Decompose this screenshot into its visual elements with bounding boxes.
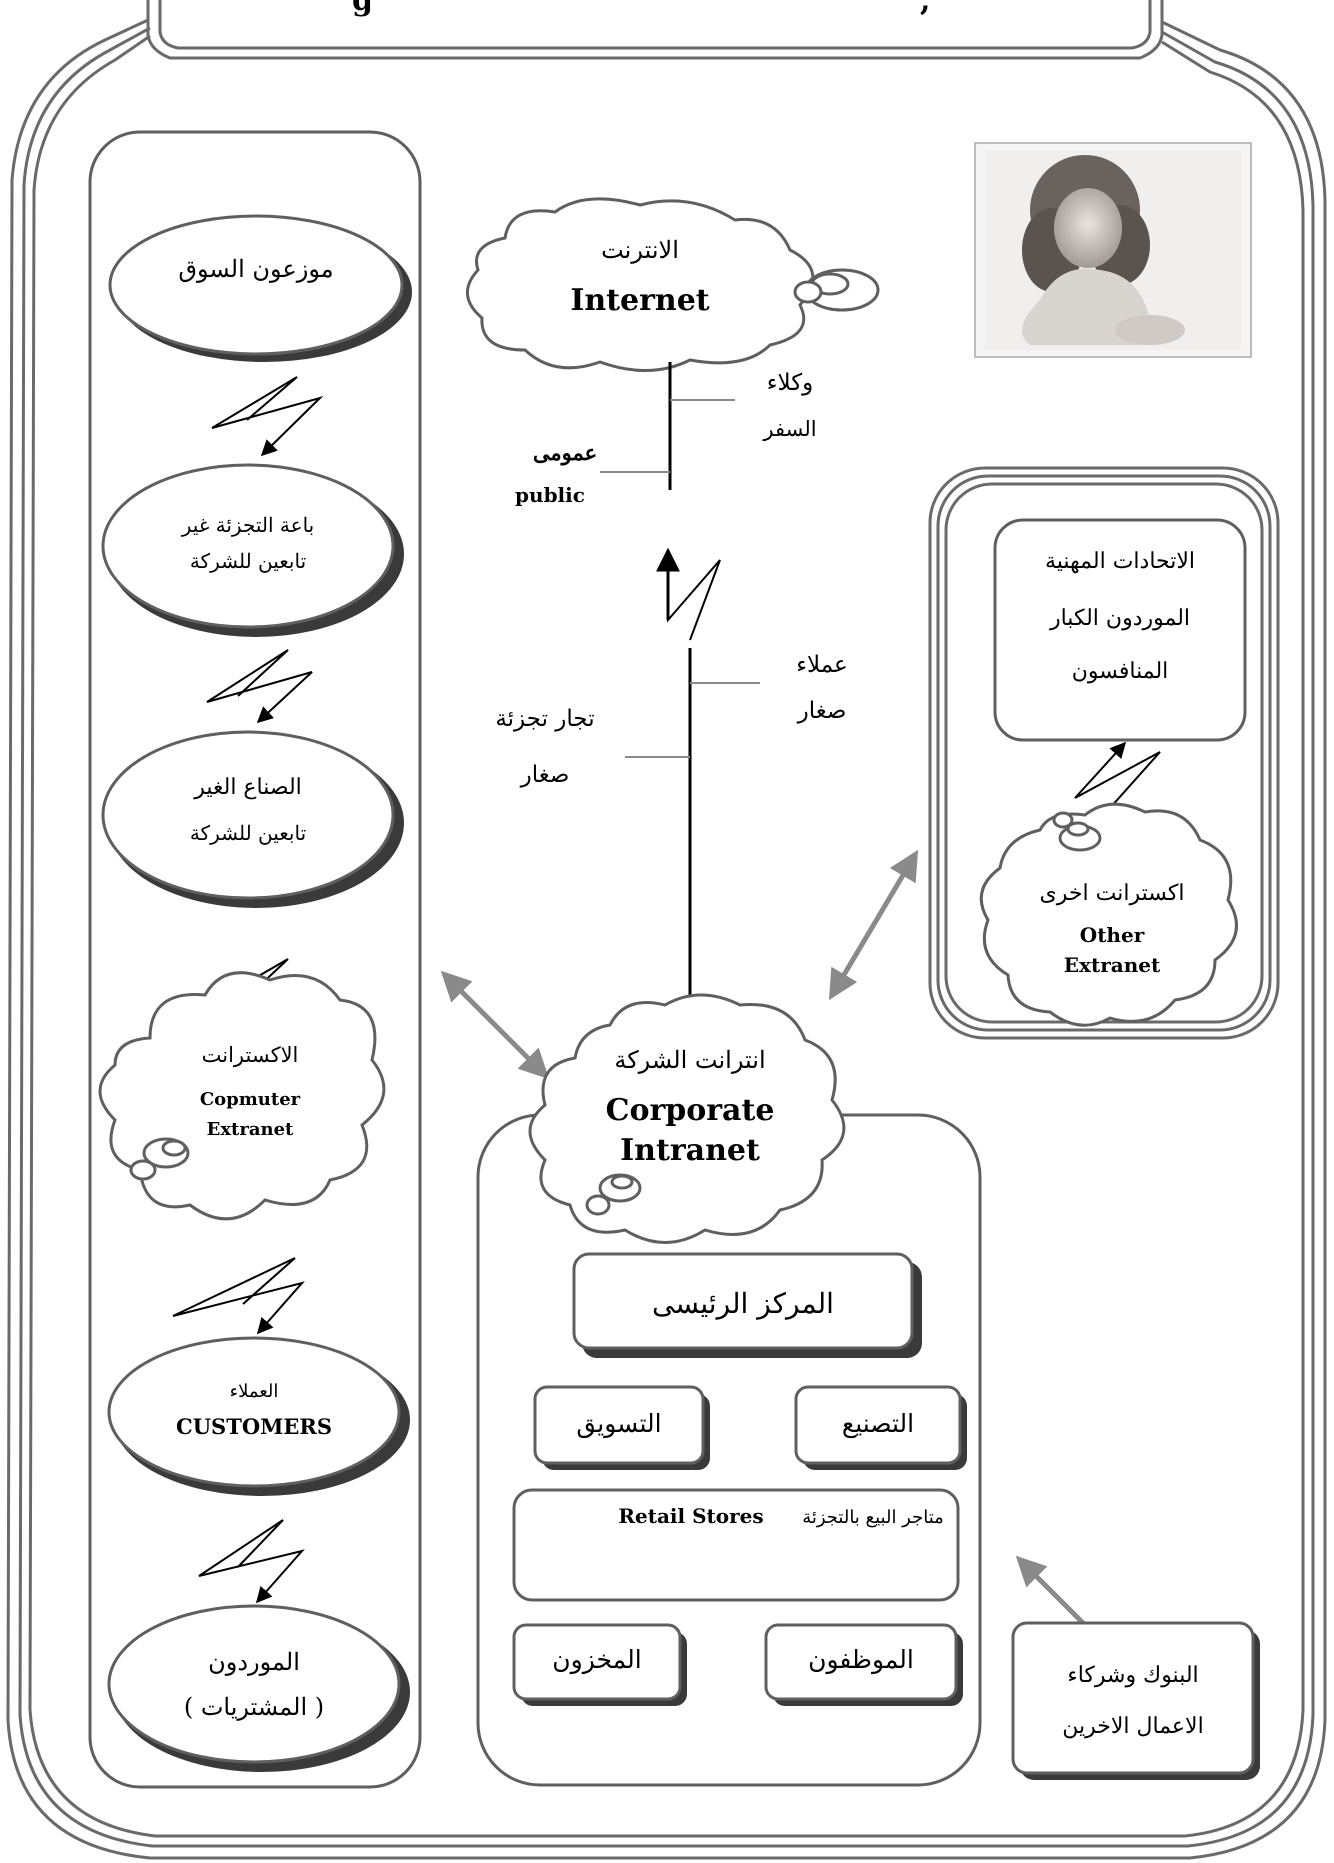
employees-label: الموظفون — [808, 1645, 914, 1675]
travel-agents-line2: السفر — [762, 417, 816, 442]
travel-agents-line1: وكلاء — [767, 370, 814, 396]
suppliers-node: الموردون ( المشتريات ) — [107, 1604, 410, 1772]
extranet-en-line1: Copmuter — [200, 1089, 301, 1110]
left-column-frame — [88, 130, 422, 1789]
manufacturing-box: التصنيع — [794, 1385, 967, 1470]
independent-retailers-line1: باعة التجزئة غير — [181, 513, 314, 537]
public-en: public — [515, 483, 585, 507]
small-retailers-line1: تجار تجزئة — [495, 706, 594, 732]
retail-stores-en: Retail Stores — [618, 1504, 763, 1528]
internet-cloud: الانترنت Internet — [466, 197, 880, 372]
lightning-connector-icon — [206, 649, 313, 724]
associations-line3: المنافسون — [1072, 659, 1169, 684]
extranet-ar: الاكسترانت — [202, 1043, 299, 1068]
outer-frame — [6, 0, 1327, 1860]
double-arrow-icon — [440, 970, 550, 1080]
intranet-ar: انترانت الشركة — [614, 1046, 765, 1074]
small-customers-line2: صغار — [797, 698, 847, 724]
retail-stores-ar: متاجر البيع بالتجزئة — [802, 1507, 944, 1528]
customers-en: CUSTOMERS — [176, 1414, 332, 1439]
lightning-connector-icon — [172, 1257, 305, 1335]
customers-node: العملاء CUSTOMERS — [107, 1336, 410, 1496]
internet-connection-line — [656, 362, 721, 1000]
market-distributors-node: موزعون السوق — [108, 214, 412, 362]
independent-retailers-line2: تابعين للشركة — [190, 549, 306, 573]
banks-box: البنوك وشركاء الاعمال الاخرين — [1011, 1621, 1260, 1780]
marketing-box: التسويق — [533, 1385, 710, 1470]
banks-line1: البنوك وشركاء — [1067, 1663, 1198, 1688]
associations-line2: الموردون الكبار — [1049, 606, 1190, 631]
independent-manufacturers-line2: تابعين للشركة — [190, 821, 306, 845]
headquarters-label: المركز الرئيسى — [652, 1287, 834, 1320]
inventory-label: المخزون — [552, 1645, 641, 1675]
other-extranet-ar: اكسترانت اخرى — [1040, 881, 1185, 906]
internet-en: Internet — [570, 283, 709, 318]
other-extranet-cloud: اكسترانت اخرى Other Extranet — [979, 802, 1238, 1027]
independent-retailers-node: باعة التجزئة غير تابعين للشركة — [101, 463, 404, 637]
intranet-en-line1: Corporate — [606, 1093, 775, 1128]
employees-box: الموظفون — [764, 1623, 963, 1706]
branch-ticks — [600, 399, 760, 758]
double-arrow-icon — [828, 849, 919, 1001]
inventory-box: المخزون — [512, 1623, 687, 1706]
header-title-comma: , — [920, 0, 930, 18]
marketing-label: التسويق — [576, 1409, 661, 1439]
market-distributors-label: موزعون السوق — [178, 255, 333, 283]
lightning-connector-icon — [1074, 741, 1161, 813]
extranet-cloud: الاكسترانت Copmuter Extranet — [98, 971, 386, 1221]
extranet-en-line2: Extranet — [207, 1119, 294, 1140]
other-extranet-en-line1: Other — [1080, 923, 1145, 947]
corporate-intranet-cloud: انترانت الشركة Corporate Intranet — [528, 993, 846, 1244]
child-photo — [974, 142, 1252, 358]
independent-manufacturers-line1: الصناع الغير — [193, 775, 302, 800]
public-ar: عمومى — [533, 440, 597, 466]
intranet-en-line2: Intranet — [620, 1133, 760, 1168]
other-extranet-en-line2: Extranet — [1064, 953, 1161, 977]
retail-stores-box: متاجر البيع بالتجزئة Retail Stores — [512, 1488, 960, 1602]
professional-associations-box: الاتحادات المهنية الموردون الكبار المناف… — [993, 518, 1247, 742]
small-retailers-line2: صغار — [520, 762, 570, 788]
lightning-connector-icon — [198, 1519, 305, 1604]
suppliers-line1: الموردون — [208, 1648, 300, 1676]
manufacturing-label: التصنيع — [842, 1409, 914, 1439]
associations-line1: الاتحادات المهنية — [1045, 549, 1195, 574]
banks-line2: الاعمال الاخرين — [1062, 1714, 1203, 1739]
internet-ar: الانترنت — [601, 236, 679, 264]
header-title-fragment: g — [352, 0, 373, 18]
lightning-connector-icon — [211, 376, 324, 457]
small-customers-line1: عملاء — [796, 652, 848, 678]
suppliers-line2: ( المشتريات ) — [184, 1693, 324, 1721]
headquarters-box: المركز الرئيسى — [572, 1252, 922, 1358]
customers-ar: العملاء — [230, 1381, 279, 1402]
independent-manufacturers-node: الصناع الغير تابعين للشركة — [101, 730, 404, 908]
